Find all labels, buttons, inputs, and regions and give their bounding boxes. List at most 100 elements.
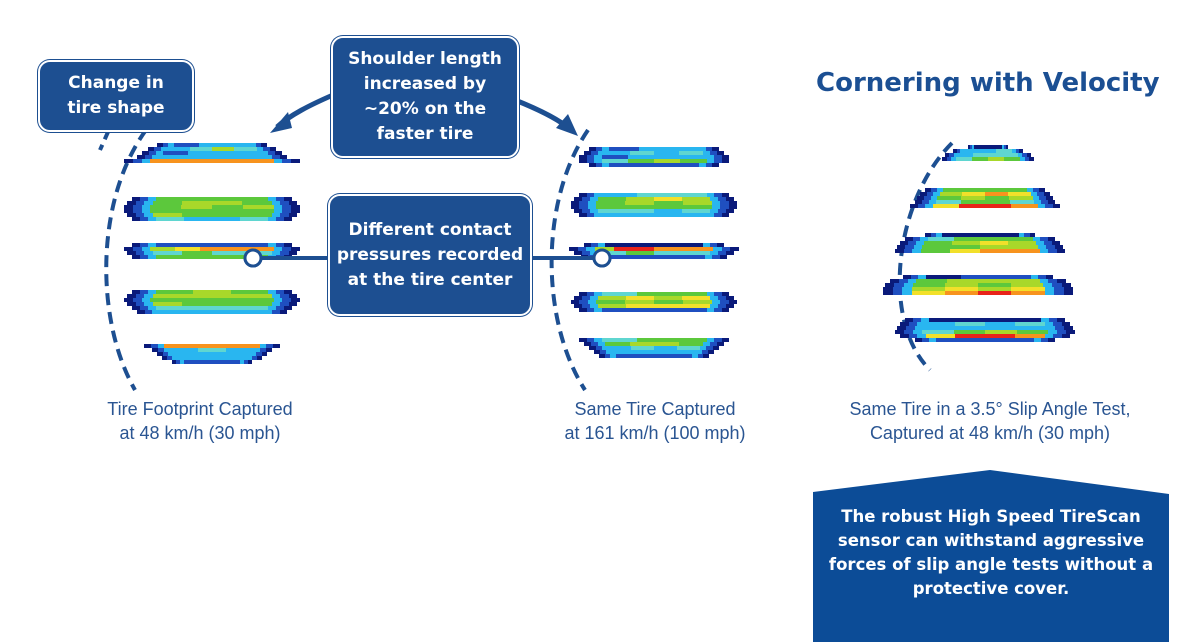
heatmap-cell bbox=[985, 192, 1008, 196]
heatmap-cell bbox=[284, 217, 292, 221]
heatmap-cell bbox=[124, 298, 133, 302]
heatmap-cell bbox=[905, 245, 914, 249]
heatmap-cell bbox=[251, 356, 257, 360]
heatmap-cell bbox=[1019, 149, 1023, 153]
heatmap-cell bbox=[263, 147, 270, 151]
heatmap-cell bbox=[718, 296, 726, 300]
heatmap-cell bbox=[594, 350, 600, 354]
heatmap-cell bbox=[720, 201, 729, 205]
heatmap-cell bbox=[283, 197, 292, 201]
heatmap-cell bbox=[154, 147, 161, 151]
heatmap-cell bbox=[917, 322, 926, 326]
heatmap-cell bbox=[936, 200, 961, 204]
heatmap-cell bbox=[705, 147, 713, 151]
heatmap-cell bbox=[995, 275, 1031, 279]
heatmap-row bbox=[584, 151, 724, 155]
heatmap-cell bbox=[718, 209, 726, 213]
heatmap-cell bbox=[922, 338, 929, 342]
heatmap-row bbox=[127, 294, 297, 298]
heatmap-cell bbox=[912, 249, 921, 253]
heatmap-cell bbox=[181, 209, 212, 213]
heatmap-cell bbox=[579, 308, 587, 312]
heatmap-cell bbox=[712, 346, 719, 350]
heatmap-cell bbox=[1046, 196, 1053, 200]
heatmap-cell bbox=[266, 344, 274, 348]
heatmap-cell bbox=[582, 304, 590, 308]
heatmap-cell bbox=[920, 249, 951, 253]
tire1-shape-arc bbox=[104, 128, 148, 391]
heatmap-cell bbox=[671, 193, 707, 197]
heatmap-cell bbox=[135, 251, 144, 255]
heatmap-cell bbox=[908, 241, 916, 245]
heatmap-cell bbox=[598, 251, 626, 255]
heatmap-cell bbox=[598, 296, 626, 300]
heatmap-cell bbox=[953, 237, 980, 241]
heatmap-cell bbox=[248, 247, 274, 251]
heatmap-cell bbox=[602, 255, 629, 259]
heatmap-cell bbox=[152, 294, 183, 298]
heatmap-cell bbox=[917, 334, 926, 338]
heatmap-cell bbox=[230, 197, 268, 201]
heatmap-cell bbox=[963, 149, 980, 153]
heatmap-cell bbox=[718, 304, 726, 308]
heatmap-cell bbox=[194, 310, 230, 314]
heatmap-cell bbox=[124, 205, 133, 209]
heatmap-cell bbox=[915, 200, 922, 204]
heatmap-cell bbox=[193, 197, 231, 201]
heatmap-cell bbox=[721, 193, 729, 197]
heatmap-cell bbox=[156, 306, 194, 310]
heatmap-cell bbox=[641, 354, 667, 358]
heatmap-row bbox=[900, 322, 1070, 326]
heatmap-cell bbox=[720, 205, 729, 209]
heatmap-cell bbox=[157, 352, 163, 356]
heatmap-cell bbox=[230, 290, 268, 294]
heatmap-cell bbox=[917, 204, 925, 208]
heatmap-cell bbox=[985, 204, 1012, 208]
heatmap-cell bbox=[152, 213, 183, 217]
heatmap-cell bbox=[608, 147, 639, 151]
heatmap-cell bbox=[282, 298, 292, 302]
heatmap-cell bbox=[140, 306, 148, 310]
heatmap-cell bbox=[599, 354, 605, 358]
heatmap-row bbox=[925, 233, 1035, 237]
heatmap-cell bbox=[721, 292, 729, 296]
heatmap-cell bbox=[1039, 188, 1045, 192]
heatmap-cell bbox=[230, 243, 268, 247]
heatmap-cell bbox=[1054, 245, 1063, 249]
heatmap-cell bbox=[728, 300, 737, 304]
heatmap-cell bbox=[132, 197, 140, 201]
heatmap-row bbox=[124, 205, 300, 209]
heatmap-row bbox=[589, 346, 719, 350]
heatmap-cell bbox=[149, 151, 156, 155]
heatmap-cell bbox=[127, 213, 136, 217]
heatmap-cell bbox=[1045, 204, 1053, 208]
heatmap-cell bbox=[985, 318, 1041, 322]
heatmap-cell bbox=[1039, 279, 1049, 283]
heatmap-cell bbox=[710, 151, 717, 155]
heatmap-cell bbox=[579, 292, 587, 296]
heatmap-cell bbox=[1009, 249, 1040, 253]
heatmap-cell bbox=[710, 197, 718, 201]
heatmap-cell bbox=[276, 217, 284, 221]
heatmap-row bbox=[162, 356, 262, 360]
heatmap-cell bbox=[904, 330, 913, 334]
heatmap-cell bbox=[612, 350, 640, 354]
heatmap-cell bbox=[124, 209, 133, 213]
heatmap-cell bbox=[654, 342, 679, 346]
heatmap-row bbox=[895, 249, 1065, 253]
heatmap-row bbox=[589, 163, 719, 167]
heatmap-cell bbox=[280, 201, 289, 205]
heatmap-row bbox=[920, 192, 1050, 196]
heatmap-cell bbox=[1040, 237, 1048, 241]
heatmap-cell bbox=[1029, 233, 1035, 237]
heatmap-cell bbox=[968, 145, 970, 149]
heatmap-cell bbox=[591, 342, 598, 346]
heatmap-cell bbox=[897, 245, 906, 249]
heatmap-cell bbox=[156, 290, 194, 294]
heatmap-cell bbox=[972, 145, 974, 149]
heatmap-cell bbox=[950, 245, 980, 249]
heatmap-row bbox=[925, 188, 1045, 192]
heatmap-cell bbox=[135, 294, 144, 298]
heatmap-row bbox=[895, 330, 1075, 334]
heatmap-cell bbox=[717, 342, 724, 346]
